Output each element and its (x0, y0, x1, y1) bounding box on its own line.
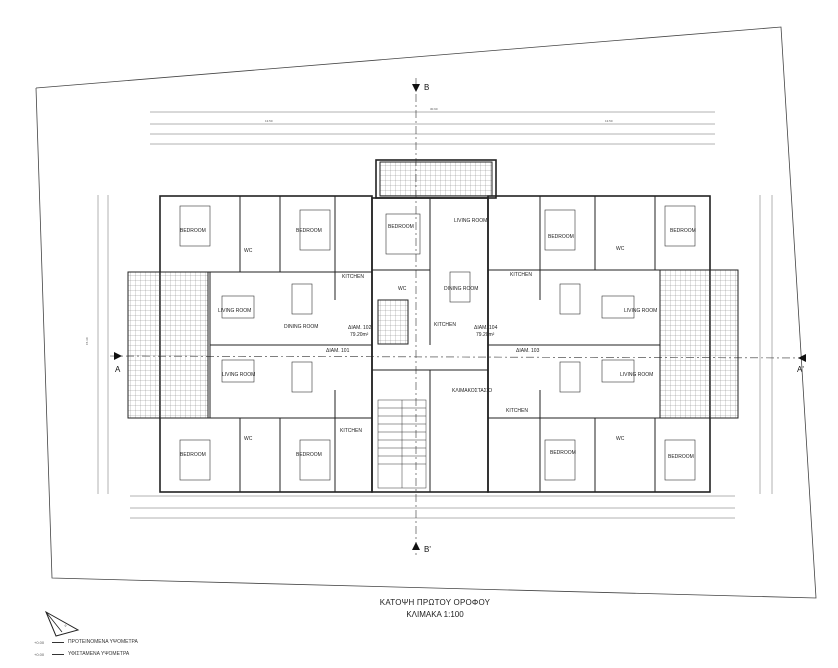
apartment-102-area: 79.20m² (350, 332, 369, 338)
room-kitchen-3: KITCHEN (510, 272, 532, 278)
room-wc-3: WC (244, 436, 253, 442)
room-bedroom-7: BEDROOM (296, 452, 322, 458)
walls-left-wing (160, 196, 372, 492)
room-wc-1: WC (244, 248, 253, 254)
walls-core (372, 198, 488, 492)
room-bedroom-5: BEDROOM (670, 228, 696, 234)
room-kitchen-1: KITCHEN (342, 274, 364, 280)
room-bedroom-9: BEDROOM (668, 454, 694, 460)
legend-code-existing: +0.00 (34, 651, 45, 657)
apartment-103-label: ΔΙΑΜ. 103 (516, 348, 540, 354)
room-living-4: LIVING ROOM (624, 308, 657, 314)
room-stair-hall: ΚΛΙΜΑΚΟΣΤΑΣΙΟ (452, 388, 492, 394)
balcony-top (379, 161, 493, 197)
section-a-left-label: A (115, 365, 121, 374)
room-wc-5: WC (398, 286, 407, 292)
balcony-left (127, 271, 209, 419)
room-wc-4: WC (616, 436, 625, 442)
dim-total: 30.90 (430, 107, 438, 111)
room-kitchen-5: KITCHEN (340, 428, 362, 434)
north-arrow (44, 610, 80, 637)
title-block: ΚΑΤΟΨΗ ΠΡΩΤΟΥ ΟΡΟΦΟΥ ΚΛΙΜΑΚΑ 1:100 (330, 598, 540, 619)
room-bedroom-3: BEDROOM (388, 224, 414, 230)
walls-right-wing (488, 196, 710, 492)
room-dining-1: DINING ROOM (284, 324, 318, 330)
drawing-title: ΚΑΤΟΨΗ ΠΡΩΤΟΥ ΟΡΟΦΟΥ (379, 598, 491, 607)
room-bedroom-6: BEDROOM (180, 452, 206, 458)
section-line-b (412, 78, 420, 555)
section-b-bottom-label: B' (424, 545, 431, 554)
legend-symbol-proposed (52, 641, 64, 643)
room-kitchen-4: KITCHEN (506, 408, 528, 414)
apartment-104-area: 79.20m² (476, 332, 495, 338)
elevator-shaft (377, 299, 409, 345)
apartment-102-label: ΔΙΑΜ. 102 (348, 325, 372, 331)
apartment-101-label: ΔΙΑΜ. 101 (326, 348, 350, 354)
section-a-right-label: A' (797, 365, 804, 374)
dimension-lines-bottom (130, 495, 735, 519)
room-wc-2: WC (616, 246, 625, 252)
legend-label-existing: ΥΦΙΣΤΑΜΕΝΑ ΥΨΟΜΕΤΡΑ (68, 651, 130, 657)
room-bedroom-1: BEDROOM (180, 228, 206, 234)
room-dining-2: DINING ROOM (444, 286, 478, 292)
dim-right: 13.50 (605, 119, 613, 123)
drawing-scale: ΚΛΙΜΑΚΑ 1:100 (406, 610, 464, 619)
legend-label-proposed: ΠΡΟΤΕΙΝΟΜΕΝΑ ΥΨΟΜΕΤΡΑ (68, 639, 138, 645)
plot-boundary (35, 26, 817, 599)
legend: +0.00 ΠΡΟΤΕΙΝΟΜΕΝΑ ΥΨΟΜΕΤΡΑ +0.00 ΥΦΙΣΤΑ… (34, 636, 138, 660)
legend-item-proposed: +0.00 ΠΡΟΤΕΙΝΟΜΕΝΑ ΥΨΟΜΕΤΡΑ (34, 636, 138, 648)
dim-height: 15.30 (85, 337, 89, 345)
legend-item-existing: +0.00 ΥΦΙΣΤΑΜΕΝΑ ΥΨΟΜΕΤΡΑ (34, 648, 138, 660)
room-living-5: LIVING ROOM (620, 372, 653, 378)
dimension-lines-top (150, 111, 715, 145)
stair (377, 399, 427, 489)
room-bedroom-2: BEDROOM (296, 228, 322, 234)
room-bedroom-4: BEDROOM (548, 234, 574, 240)
room-living-3: LIVING ROOM (454, 218, 487, 224)
section-b-top-label: B (424, 83, 429, 92)
legend-symbol-existing (52, 653, 64, 655)
dimension-lines-sides (97, 195, 773, 494)
room-bedroom-8: BEDROOM (550, 450, 576, 456)
balcony-right (659, 269, 739, 419)
apartment-104-label: ΔΙΑΜ. 104 (474, 325, 498, 331)
room-living-1: LIVING ROOM (218, 308, 251, 314)
north-arrow-label: N (64, 623, 68, 628)
legend-code-proposed: +0.00 (34, 639, 45, 645)
dim-left: 13.50 (265, 119, 273, 123)
furniture (179, 205, 696, 481)
room-kitchen-2: KITCHEN (434, 322, 456, 328)
room-living-2: LIVING ROOM (222, 372, 255, 378)
